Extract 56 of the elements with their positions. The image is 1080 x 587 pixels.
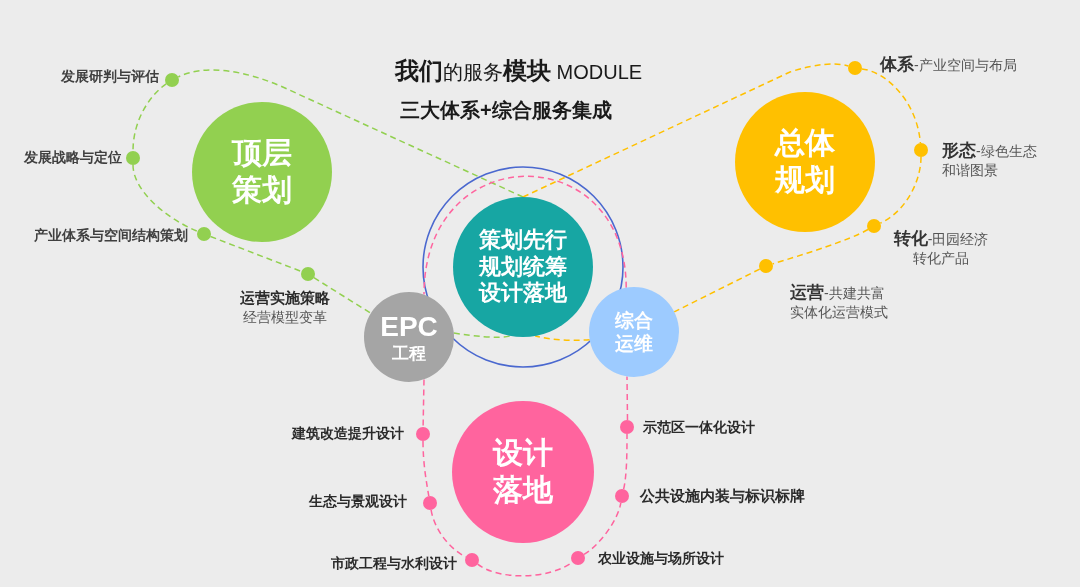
circle-label: EPC: [380, 309, 438, 344]
connector-line: [534, 335, 591, 341]
item-label: 农业设施与场所设计: [598, 550, 724, 568]
item-label: 体系-产业空间与布局: [880, 55, 1017, 76]
dot-icon: [759, 259, 773, 273]
circle-label: 顶层策划: [230, 135, 293, 208]
dot-icon: [620, 420, 634, 434]
dot-icon: [848, 61, 862, 75]
item-label: 市政工程与水利设计: [331, 555, 457, 573]
dot-icon: [301, 267, 315, 281]
connector-line: [423, 175, 627, 296]
item-label: 经营模型变革: [242, 309, 328, 327]
connector-line: [422, 440, 430, 497]
circle-label: 总体规划: [773, 125, 836, 198]
connector-line: [209, 235, 303, 273]
connector-line: [879, 156, 922, 224]
item-label: 产业体系与空间结构策划: [34, 227, 188, 245]
connector-line: [132, 83, 167, 152]
dot-icon: [165, 73, 179, 87]
dot-icon: [914, 143, 928, 157]
item-label: 建筑改造提升设计: [292, 425, 404, 443]
item-label: 发展研判与评估: [61, 68, 159, 86]
dot-icon: [416, 427, 430, 441]
circle-label: 策划先行规划统筹设计落地: [477, 226, 568, 308]
connector-line: [622, 433, 628, 490]
subtitle: 三大体系+综合服务集成: [400, 98, 612, 122]
dot-icon: [867, 219, 881, 233]
connector-line: [313, 276, 372, 314]
item-label: 形态-绿色生态和谐图景: [942, 141, 1038, 180]
connector-line: [422, 378, 425, 428]
item-label: 示范区一体化设计: [643, 419, 755, 437]
dot-icon: [465, 553, 479, 567]
item-label: 运营实施策略: [239, 289, 331, 308]
dot-icon: [423, 496, 437, 510]
connector-line: [861, 68, 922, 144]
connector-line: [132, 164, 199, 233]
item-label: 转化-田园经济转化产品: [892, 229, 990, 268]
item-label: 运营-共建共富实体化运营模式: [790, 283, 889, 322]
connector-line: [453, 332, 512, 338]
circle-label: 设计落地: [491, 435, 554, 508]
connector-line: [522, 63, 850, 198]
dot-icon: [126, 151, 140, 165]
connector-line: [177, 69, 524, 198]
item-label: 生态与景观设计: [309, 493, 407, 511]
circle-label: 综合运维: [614, 308, 654, 356]
connector-line: [771, 228, 869, 265]
item-label: 公共设施内装与标识标牌: [640, 487, 805, 506]
hub-circle: [453, 197, 593, 337]
diagram-title: 我们的服务模块 MODULE: [395, 57, 643, 86]
connector-line: [673, 268, 761, 313]
dot-icon: [615, 489, 629, 503]
connector-line: [583, 502, 622, 556]
item-label: 发展战略与定位: [24, 149, 122, 167]
dot-icon: [571, 551, 585, 565]
circle-label: 工程: [391, 343, 427, 365]
connector-line: [626, 375, 629, 421]
